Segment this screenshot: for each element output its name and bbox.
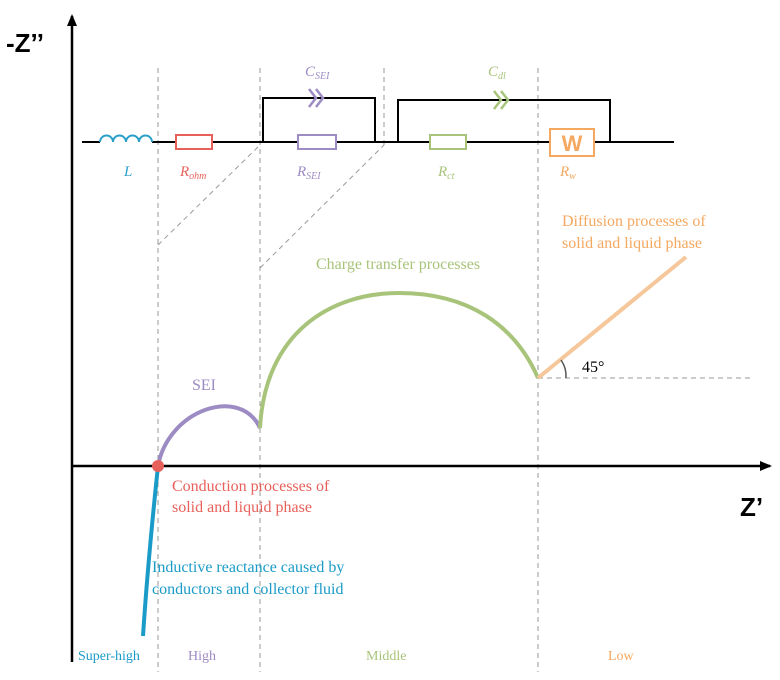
annotations: SEI Charge transfer processes Diffusion … (152, 213, 706, 598)
inductor-symbol (99, 134, 153, 143)
r-sei-label-main: R (296, 164, 306, 180)
r-ohm-label-sub: ohm (189, 171, 206, 182)
region-low: Low (608, 649, 635, 664)
c-sei-label: CSEI (305, 64, 330, 82)
region-middle: Middle (366, 649, 406, 664)
charge-transfer-semicircle (258, 290, 540, 429)
branch-sei (262, 97, 376, 142)
axes: -Z’’ Z’ (6, 14, 772, 662)
inductive-tail-curve (141, 465, 160, 637)
y-axis-label: -Z’’ (6, 28, 44, 58)
c-sei-label-sub: SEI (315, 71, 330, 82)
r-w-label-sub: w (569, 171, 576, 182)
r-sei-label: RSEI (296, 164, 321, 182)
r-sei-resistor (297, 134, 337, 150)
warburg-element (549, 128, 595, 157)
c-sei-label-main: C (305, 64, 316, 80)
frequency-region-labels: Super-high High Middle Low (78, 649, 635, 664)
diffusion-label-line2: solid and liquid phase (562, 235, 702, 252)
r-ct-resistor (429, 134, 467, 150)
c-dl-label: Cdl (488, 64, 506, 82)
r-ct-label-sub: ct (447, 171, 454, 182)
diffusion-line (536, 255, 688, 380)
branch-dl (397, 99, 611, 142)
angle-label: 45° (582, 359, 604, 376)
equivalent-circuit: L Rohm CSEI RSEI Cdl Rct W Rw (82, 64, 674, 182)
inductor-label: L (123, 164, 132, 180)
sei-semicircle (156, 404, 262, 467)
c-dl-label-main: C (488, 64, 499, 80)
region-high: High (188, 649, 216, 664)
r-ohm-resistor (175, 134, 213, 150)
inductive-label-line2: conductors and collector fluid (152, 581, 344, 598)
r-w-label: Rw (559, 164, 576, 182)
nyquist-curves (141, 255, 688, 637)
region-super-high: Super-high (78, 649, 140, 664)
inductive-label-line1: Inductive reactance caused by (152, 559, 344, 576)
r-w-label-main: R (559, 164, 569, 180)
projection-line-1 (157, 144, 261, 246)
r-ct-label: Rct (437, 164, 455, 182)
conduction-label-line1: Conduction processes of (172, 478, 330, 495)
r-ohm-label-main: R (179, 164, 189, 180)
charge-transfer-label: Charge transfer processes (316, 256, 480, 273)
region-dividers (157, 68, 752, 672)
sei-label: SEI (192, 377, 216, 394)
x-axis-label: Z’ (740, 492, 763, 522)
c-dl-label-sub: dl (498, 71, 506, 82)
r-ohm-label: Rohm (179, 164, 206, 182)
r-sei-label-sub: SEI (306, 171, 321, 182)
r-ct-label-main: R (437, 164, 447, 180)
diffusion-label-line1: Diffusion processes of (562, 213, 706, 230)
warburg-symbol: W (562, 131, 583, 156)
projection-line-2 (259, 144, 385, 269)
c-dl-capacitor (493, 90, 510, 110)
angle-arc (560, 359, 567, 379)
conduction-label-line2: solid and liquid phase (172, 499, 312, 516)
c-sei-capacitor (308, 88, 325, 108)
origin-point (152, 460, 164, 472)
